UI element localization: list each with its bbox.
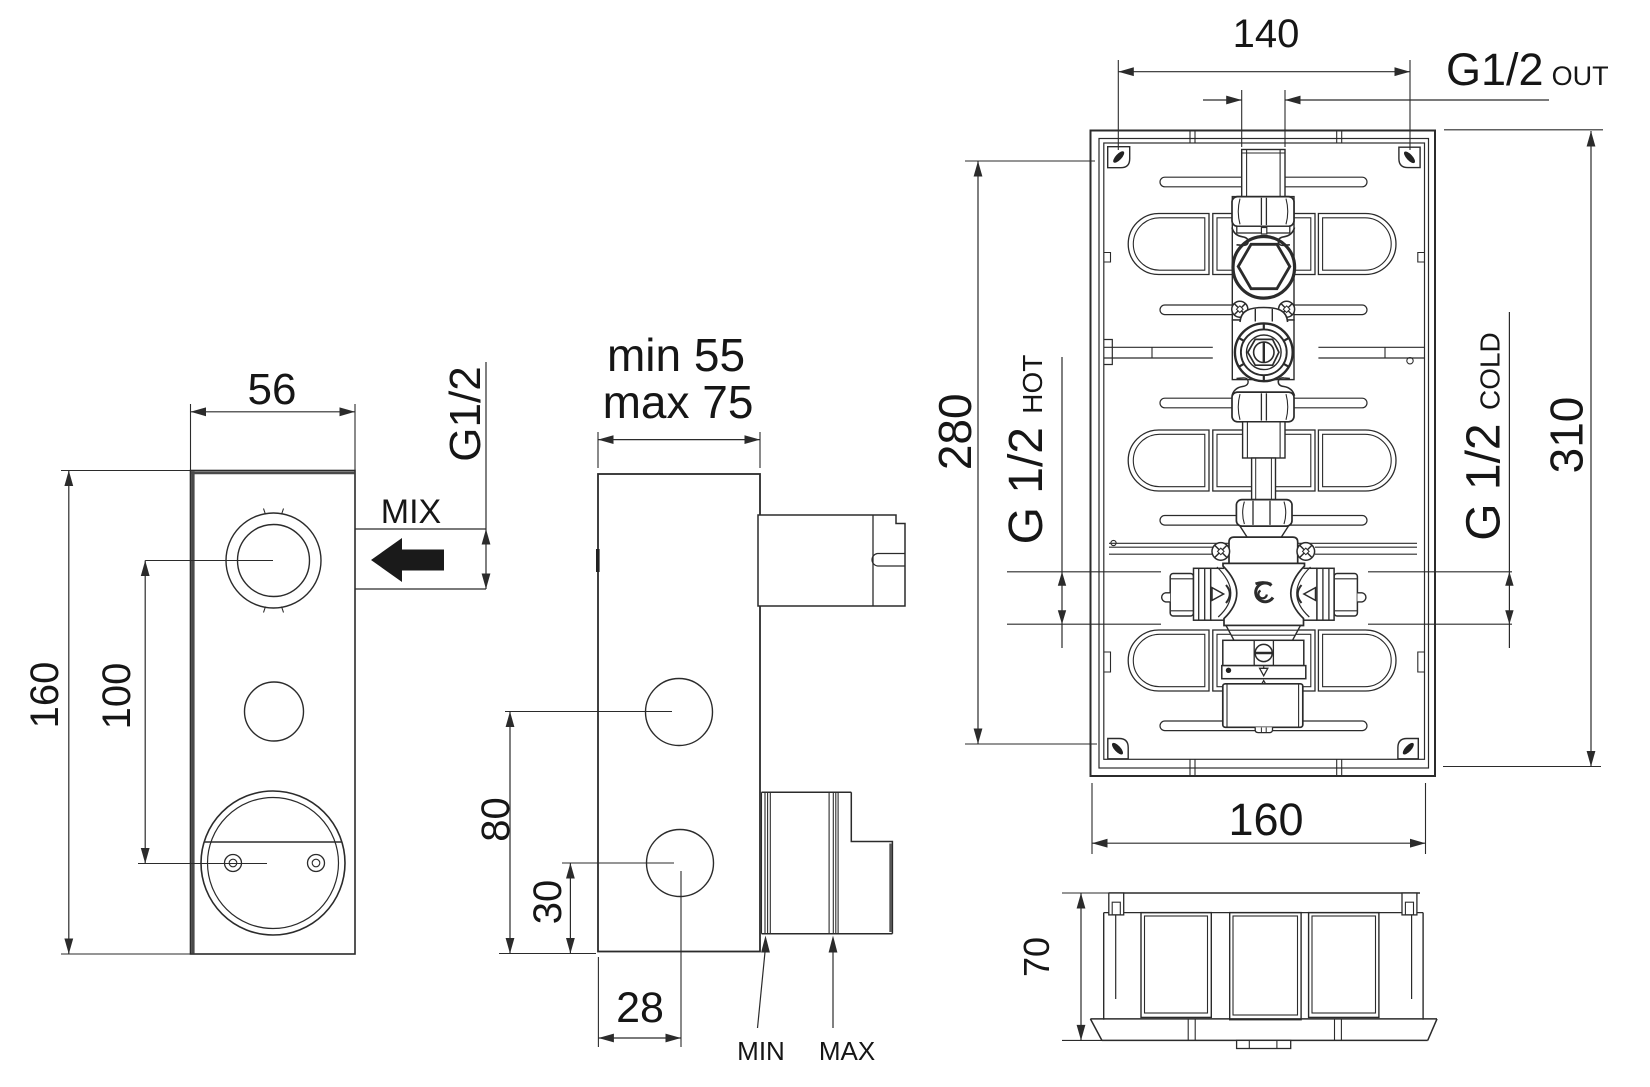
svg-text:28: 28 [616, 984, 664, 1032]
svg-text:max 75: max 75 [603, 376, 754, 428]
svg-text:MAX: MAX [819, 1036, 875, 1066]
svg-text:160: 160 [1228, 794, 1303, 845]
svg-text:160: 160 [23, 662, 67, 729]
svg-text:280: 280 [929, 393, 981, 470]
svg-text:140: 140 [1233, 12, 1300, 56]
svg-text:MIN: MIN [737, 1036, 785, 1066]
svg-text:MIX: MIX [381, 493, 441, 531]
svg-text:G1/2: G1/2 [441, 366, 490, 461]
svg-text:56: 56 [248, 365, 297, 414]
svg-text:min 55: min 55 [607, 329, 745, 381]
svg-text:80: 80 [474, 797, 518, 842]
svg-text:100: 100 [95, 663, 139, 730]
svg-text:30: 30 [526, 880, 570, 925]
svg-text:310: 310 [1541, 397, 1593, 474]
svg-text:70: 70 [1016, 937, 1057, 977]
